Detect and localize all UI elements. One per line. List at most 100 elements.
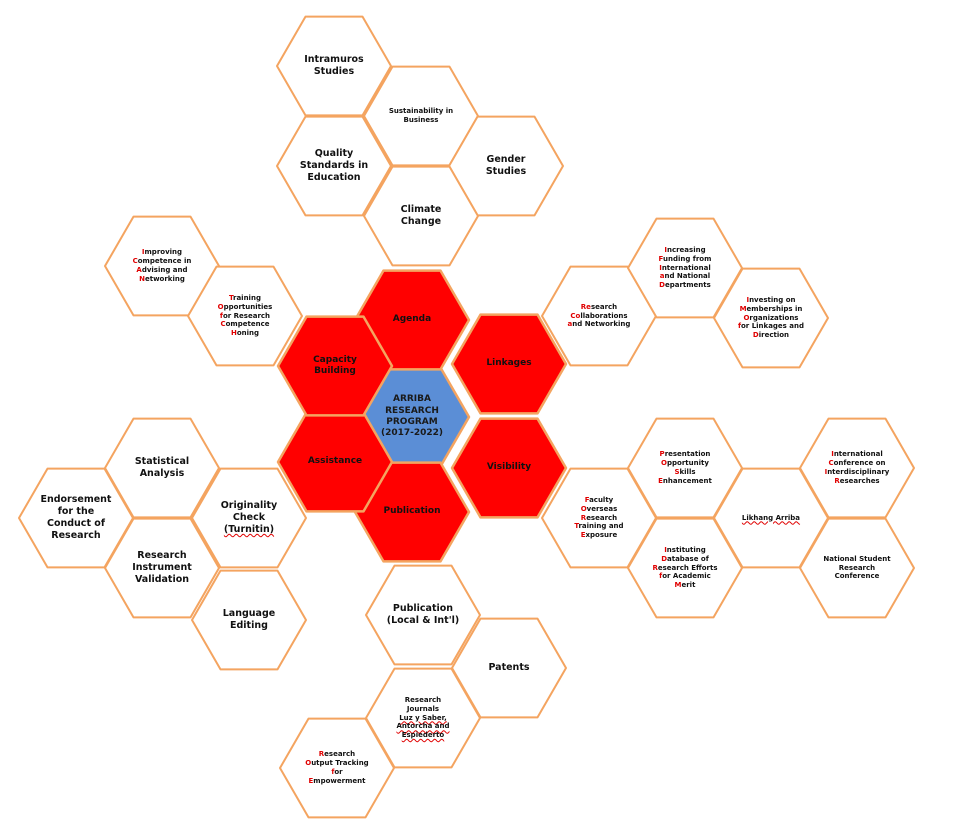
hex-quality [276,115,392,217]
label-rest: esearch [586,513,618,522]
label-rest: atabase of [667,554,709,563]
hex-instituting [627,517,743,619]
label-line: Agenda [392,314,432,325]
hex-language [191,569,307,671]
hex-label-linkages: Linkages [464,319,555,410]
label-line: Gender [486,154,526,166]
label-line: Funding from [659,255,712,264]
hex-nsrc [799,517,915,619]
label-line: Capacity [313,354,357,365]
acronym-letter: T [228,294,233,303]
acronym-letter: S [674,467,680,476]
label-rest: resentation [664,450,711,459]
label-rest: nvesting on [749,296,796,305]
label-line: Merit [652,581,717,590]
label-line: Research [404,696,442,705]
label-line: Research [568,303,631,312]
label-line: Luz y Saber, [399,713,447,722]
acronym-letter: C [828,459,834,468]
label-line: PROGRAM [386,416,438,427]
label-line: Instrument [132,562,192,574]
label-line: Opportunities [218,303,273,312]
acronym-letter: I [141,248,145,257]
hex-intramuros [276,15,392,117]
acronym-letter: R [834,476,840,485]
acronym-letter: T [574,522,579,531]
label-line: (Local & Int'l) [386,614,460,626]
hex-label-agenda: Agenda [367,275,458,366]
acronym-letter: D [659,281,665,290]
acronym-letter: E [658,476,663,485]
acronym-letter: F [584,496,590,505]
label-rest: emberships in [746,304,803,313]
label-line: Research [305,750,368,759]
label-line: Check [232,512,266,524]
label-line: Advising and [133,266,192,275]
label-rest: rganizations [749,313,799,322]
label-line: Journals [406,704,440,713]
hex-label-pub-local: Publication(Local & Int'l) [378,570,469,661]
acronym-letter: I [664,246,667,255]
acronym-letter: O [743,313,750,322]
label-rest: esearch [324,750,356,759]
label-line: Skills [658,468,712,477]
acronym-letter: R [318,750,325,759]
label-rest: ompetence in [137,257,192,266]
label-rest: pportunities [223,302,273,311]
label-line: Statistical [134,456,190,468]
label-rest: utput Tracking [311,759,369,768]
acronym-letter: I [746,296,750,305]
label-line: Publication [383,506,441,517]
label-line: Studies [485,165,527,177]
label-line: Faculty [574,496,623,505]
label-line: Research Efforts [652,564,717,573]
label-line: Database of [652,555,717,564]
label-line: Originality [220,500,278,512]
label-line: Collaborations [568,312,631,321]
label-line: Validation [134,573,190,585]
label-line: Networking [133,275,192,284]
label-line: Assistance [307,456,363,467]
label-line: Organizations [738,314,804,323]
hex-linkages [450,313,568,415]
label-line: Linkages [486,358,532,369]
label-rest: onference on [833,459,886,468]
acronym-letter: O [217,302,224,311]
label-rest: verseas [586,504,618,513]
acronym-letter: R [652,563,658,572]
label-rest: nterdisciplinary [827,467,890,476]
hex-label-assistance: Assistance [290,417,381,508]
label-rest: irection [758,331,790,340]
label-line: Visibility [486,462,532,473]
label-line: Training and [574,522,623,531]
acronym-letter: I [831,450,834,459]
label-rest: mpowerment [313,776,366,785]
label-line: (2017-2022) [380,428,444,439]
label-line: for Academic [652,572,717,581]
label-rest: or Academic [662,572,711,581]
hex-label-likhang: Likhang Arriba [726,473,817,564]
label-line: Empowerment [305,777,368,786]
label-line: Competence in [133,257,192,266]
hex-label-patents: Patents [464,623,555,714]
label-line: Research [838,563,876,572]
acronym-letter: D [752,331,759,340]
acronym-letter: f [737,322,741,331]
acronym-letter: A [136,265,142,274]
label-line: Sustainability in [388,107,454,116]
label-rest: or Research [222,311,271,320]
label-line: Standards in [299,160,369,172]
label-line: ARRIBA [392,394,431,405]
label-line: Improving [133,248,192,257]
